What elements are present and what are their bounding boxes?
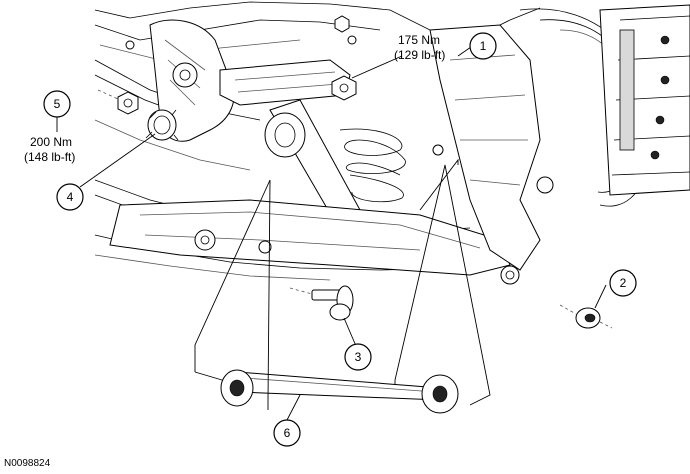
leader-lines xyxy=(56,46,607,421)
callout-5-torque-nm: 200 Nm xyxy=(30,135,72,149)
callout-2-number: 2 xyxy=(620,276,627,290)
callout-6-number: 6 xyxy=(284,426,291,440)
callout-1-torque-lbft: (129 lb-ft) xyxy=(394,48,445,62)
callout-2: 2 xyxy=(609,269,637,297)
bolt-part-5 xyxy=(97,89,139,115)
callout-5: 5 200 Nm (148 lb-ft) xyxy=(24,90,75,164)
installation-guide-lines xyxy=(194,158,491,410)
callout-3: 3 xyxy=(344,343,372,371)
bolt-part-3 xyxy=(289,285,354,321)
cam-washer-part-4 xyxy=(145,109,179,141)
callout-1: 1 175 Nm (129 lb-ft) xyxy=(394,32,497,62)
callout-6: 6 xyxy=(273,419,301,447)
callout-1-number: 1 xyxy=(480,39,487,53)
chassis-artwork xyxy=(94,1,690,285)
callout-3-number: 3 xyxy=(355,350,362,364)
callout-5-number: 5 xyxy=(54,97,61,111)
callout-1-torque-nm: 175 Nm xyxy=(398,33,440,47)
figure-id: N0098824 xyxy=(4,458,51,469)
callout-4-number: 4 xyxy=(67,190,74,204)
upper-arm-bolt xyxy=(331,75,357,101)
callout-4: 4 xyxy=(56,183,84,211)
callout-5-torque-lbft: (148 lb-ft) xyxy=(24,150,75,164)
nut-part-2 xyxy=(559,304,613,329)
lower-link-part-6 xyxy=(220,369,459,414)
